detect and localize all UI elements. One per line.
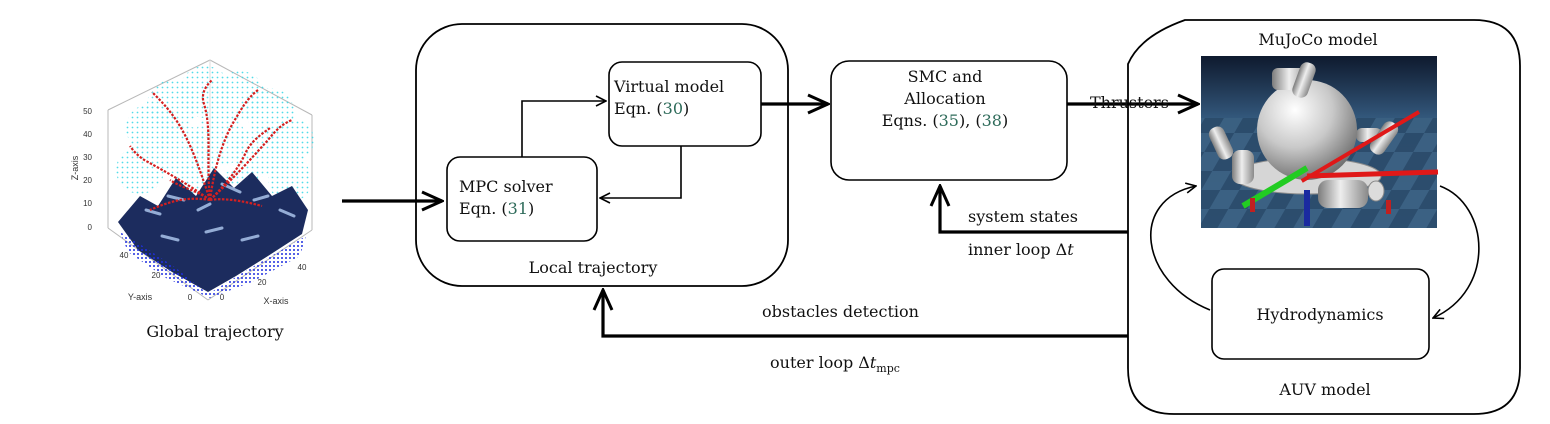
x-tick-label: 0 [220,293,225,302]
z-tick-label: 0 [88,223,93,232]
y-axis-label: Y-axis [128,292,153,302]
obstacles-detection-label: obstacles detection [762,302,919,321]
mpc-solver-title: MPC solver [459,177,553,196]
z-tick-label: 30 [83,153,92,162]
x-tick-label: 20 [258,278,267,287]
arrow-mpc-to-virtual [521,101,606,157]
y-tick-label: 20 [152,271,161,280]
y-tick-label: 40 [120,251,129,260]
system-states-feedback [940,186,1128,234]
z-tick-label: 50 [83,107,92,116]
arrow-virtual-to-mpc [600,146,682,198]
auv-model-container [1127,19,1521,415]
trajectory-paths [129,79,293,212]
global-trajectory-plot: 0 10 20 30 40 50 0 20 40 0 20 40 Z-axis … [70,59,314,306]
auv-model-caption: AUV model [1278,380,1370,399]
virtual-model-title: Virtual model [613,77,724,96]
mpc-solver-equation: Eqn. (31) [459,199,534,218]
smc-allocation-box [830,60,1068,181]
arrow-mujoco-to-hydro [1433,185,1480,318]
system-states-label: system states [968,207,1078,226]
global-trajectory-caption: Global trajectory [146,322,283,341]
y-tick-label: 0 [188,293,193,302]
arrow-hydro-to-mujoco [1150,186,1211,311]
x-axis-label: X-axis [263,296,289,306]
z-tick-label: 40 [83,130,92,139]
thrusters-label: Thrusters [1090,93,1169,112]
z-tick-label: 20 [83,176,92,185]
smc-title-line2: Allocation [903,89,985,108]
inner-loop-label: inner loop Δt [968,240,1074,259]
smc-equations: Eqns. (35), (38) [882,111,1008,130]
smc-title-line1: SMC and [908,67,983,86]
z-tick-label: 10 [83,199,92,208]
obstacles-detection-feedback [603,290,1128,338]
virtual-model-equation: Eqn. (30) [614,99,689,118]
mujoco-title: MuJoCo model [1258,30,1377,49]
mujoco-render [1201,56,1439,228]
terrain-base [120,232,306,298]
terrain-highlights [144,182,296,242]
x-tick-label: 40 [298,263,307,272]
hydrodynamics-box [1211,268,1430,360]
local-trajectory-caption: Local trajectory [529,258,658,277]
local-trajectory-container [415,23,789,287]
obstacle-spheres [116,66,314,212]
hydrodynamics-label: Hydrodynamics [1256,305,1383,324]
z-axis-label: Z-axis [70,155,80,180]
outer-loop-label: outer loop Δtmpc [770,353,900,375]
